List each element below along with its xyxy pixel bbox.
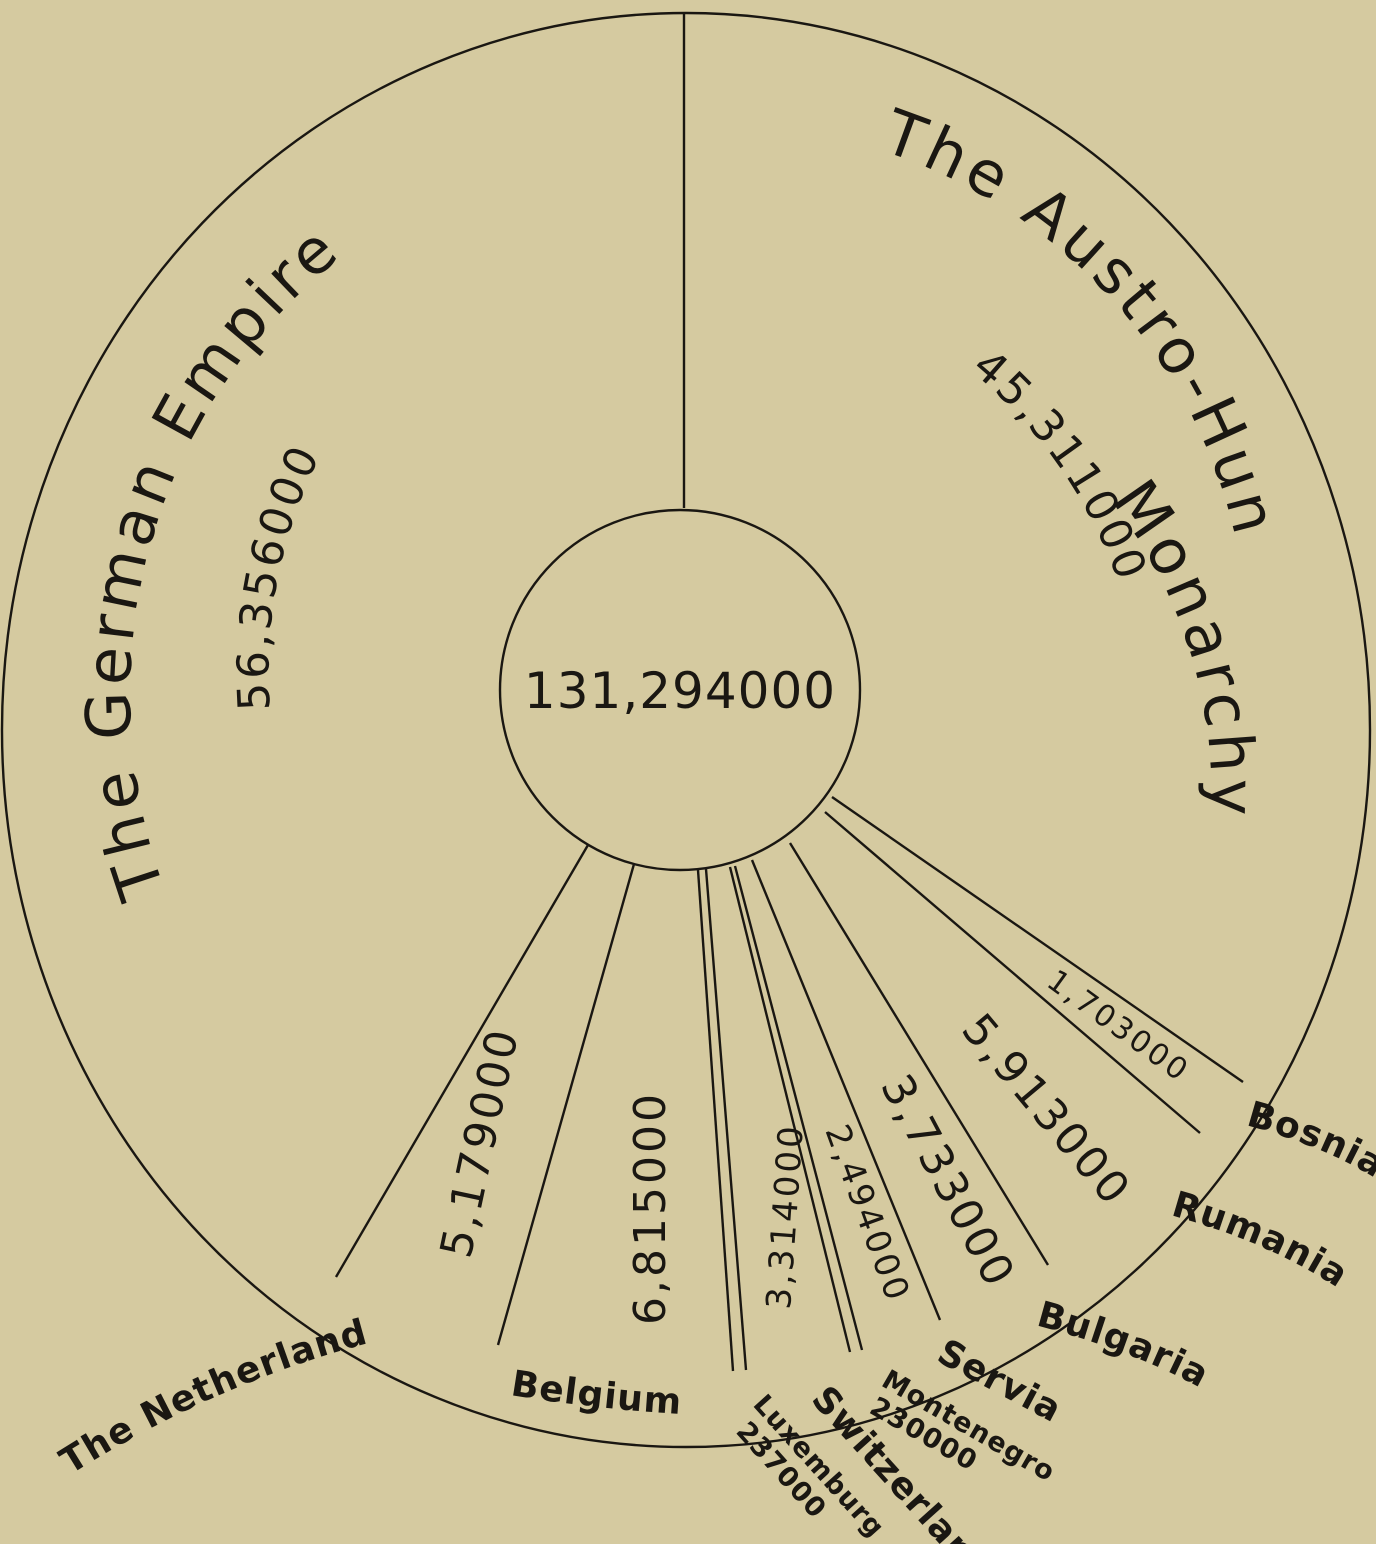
slice-value-german-empire: 56,356000 [228,436,331,712]
outside-label-rumania: Rumania [1168,1184,1356,1296]
divider-montenegro-servia [733,865,864,1351]
center-total: 131,294000 [524,662,836,720]
outside-label-bosnia: Bosnia [1243,1094,1376,1186]
slice-value-bosnia: 1,703000 [1040,963,1196,1090]
slice-value-austro-hungarian: 45,311000 [963,340,1157,589]
divider-luxemburg-switzerland [704,868,748,1371]
divider-rumania-bosnia [824,811,1201,1134]
divider-belgium-luxemburg [696,869,735,1372]
outside-label-belgium: Belgium [508,1363,683,1423]
slice-dividers [334,12,1244,1372]
divider-switzerland-montenegro [728,866,852,1353]
slice-value-switzerland: 3,314000 [759,1122,812,1311]
divider-netherlands-belgium [496,863,636,1346]
outer-circle [0,11,1372,1449]
slice-label-german-empire: The German Empire [71,209,354,909]
outside-label-bulgaria: Bulgaria [1033,1294,1216,1396]
slice-value-netherlands: 5,179000 [431,1023,530,1262]
divider-servia-bulgaria [750,859,942,1321]
center-circle [498,508,862,872]
divider-german-netherlands [334,844,590,1278]
divider-bosnia-ah [831,796,1244,1083]
divider-bulgaria-rumania [788,842,1050,1266]
slice-value-belgium: 6,815000 [625,1091,676,1325]
